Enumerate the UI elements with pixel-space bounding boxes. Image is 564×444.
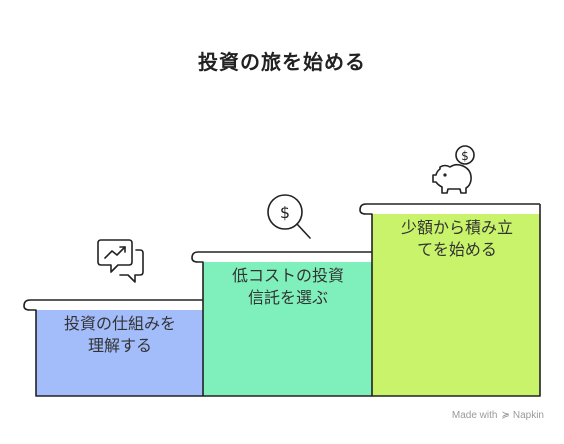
step-2-label: 低コストの投資 信託を選ぶ (207, 265, 369, 309)
step-1-block (23, 299, 203, 397)
step-3-label: 少額から積み立 てを始める (376, 217, 538, 261)
step-1-label: 投資の仕組みを 理解する (40, 313, 200, 357)
step-3-line-2: てを始める (417, 240, 497, 259)
made-with-napkin: Made with≽Napkin (452, 410, 544, 421)
step-2-block (191, 251, 372, 397)
step-3-line-1: 少額から積み立 (400, 218, 513, 237)
step-3-block (359, 203, 541, 397)
step-2-line-1: 低コストの投資 (231, 266, 344, 285)
made-with-text: Made with (451, 410, 498, 421)
diagram-title: 投資の旅を始める (198, 50, 366, 74)
step-1-line-2: 理解する (87, 336, 152, 355)
napkin-logo-icon: ≽ (501, 410, 510, 421)
chart-chat-icon (97, 239, 144, 283)
svg-text:$: $ (461, 149, 469, 163)
dollar-magnifier-icon: $ (267, 194, 311, 239)
step-1-line-1: 投資の仕組みを (63, 314, 176, 333)
piggy-bank-icon: $ (432, 145, 475, 194)
napkin-brand-text: Napkin (512, 410, 544, 421)
svg-text:$: $ (280, 203, 290, 222)
step-2-line-2: 信託を選ぶ (247, 288, 328, 307)
